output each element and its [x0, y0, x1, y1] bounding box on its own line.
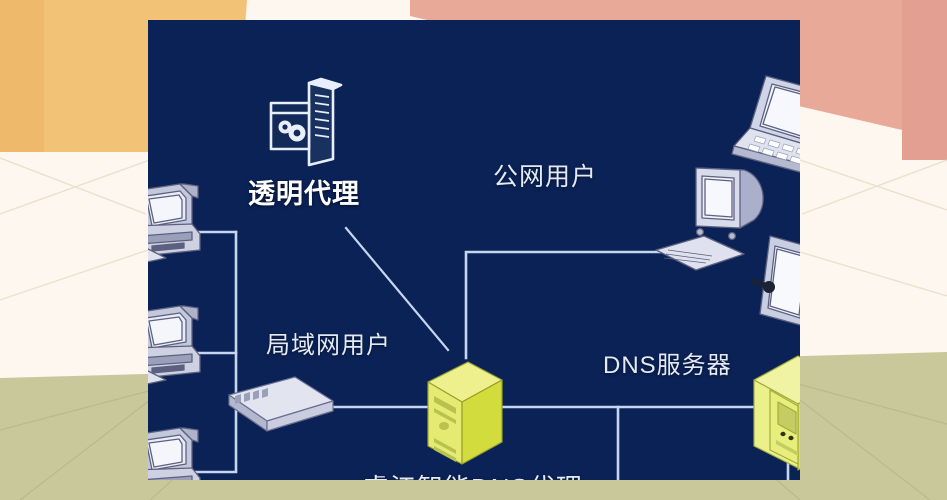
desktop-computer-glyph	[148, 305, 201, 385]
public-tablet[interactable]	[727, 230, 800, 334]
label-transparent-proxy: 透明代理	[248, 179, 360, 209]
shape-salmon-accent	[902, 0, 947, 160]
label-dns-server: DNS服务器	[603, 352, 732, 379]
laptop-glyph	[731, 75, 800, 173]
connection-wires	[182, 226, 790, 480]
public-desktop[interactable]	[648, 162, 778, 282]
shape-orange-accent	[0, 0, 44, 152]
proxy-tower-glyph	[269, 77, 343, 167]
lan-desktop-1[interactable]	[148, 180, 210, 290]
perspective-lines	[0, 157, 947, 301]
tower-server-glyph	[427, 361, 503, 465]
lan-desktop-2[interactable]	[148, 302, 210, 412]
label-public-users: 公网用户	[493, 163, 598, 191]
proxy-gears	[278, 120, 306, 142]
transparent-proxy-icon[interactable]	[263, 75, 343, 170]
label-lan-users: 局域网用户	[266, 332, 391, 359]
dns-proxy-server[interactable]	[422, 360, 506, 472]
desktop-computer-glyph	[148, 183, 201, 263]
tablet-glyph	[727, 235, 800, 326]
rack-server-glyph	[753, 355, 800, 471]
lan-desktop-3[interactable]	[148, 424, 210, 480]
network-switch[interactable]	[223, 375, 338, 437]
network-diagram-canvas: 透明代理 公网用户 局域网用户 DNS服务器 睿江智能DNS代理	[148, 20, 800, 480]
dns-server[interactable]	[750, 352, 800, 476]
label-core-dns-proxy: 睿江智能DNS代理	[363, 468, 583, 480]
wire-core-to-public	[464, 250, 688, 360]
crt-monitor-glyph	[655, 167, 764, 271]
wire-proxy-diagonal	[344, 226, 450, 352]
switch-glyph	[228, 376, 334, 432]
desktop-computer-glyph	[148, 427, 201, 480]
public-laptop[interactable]	[720, 72, 800, 192]
